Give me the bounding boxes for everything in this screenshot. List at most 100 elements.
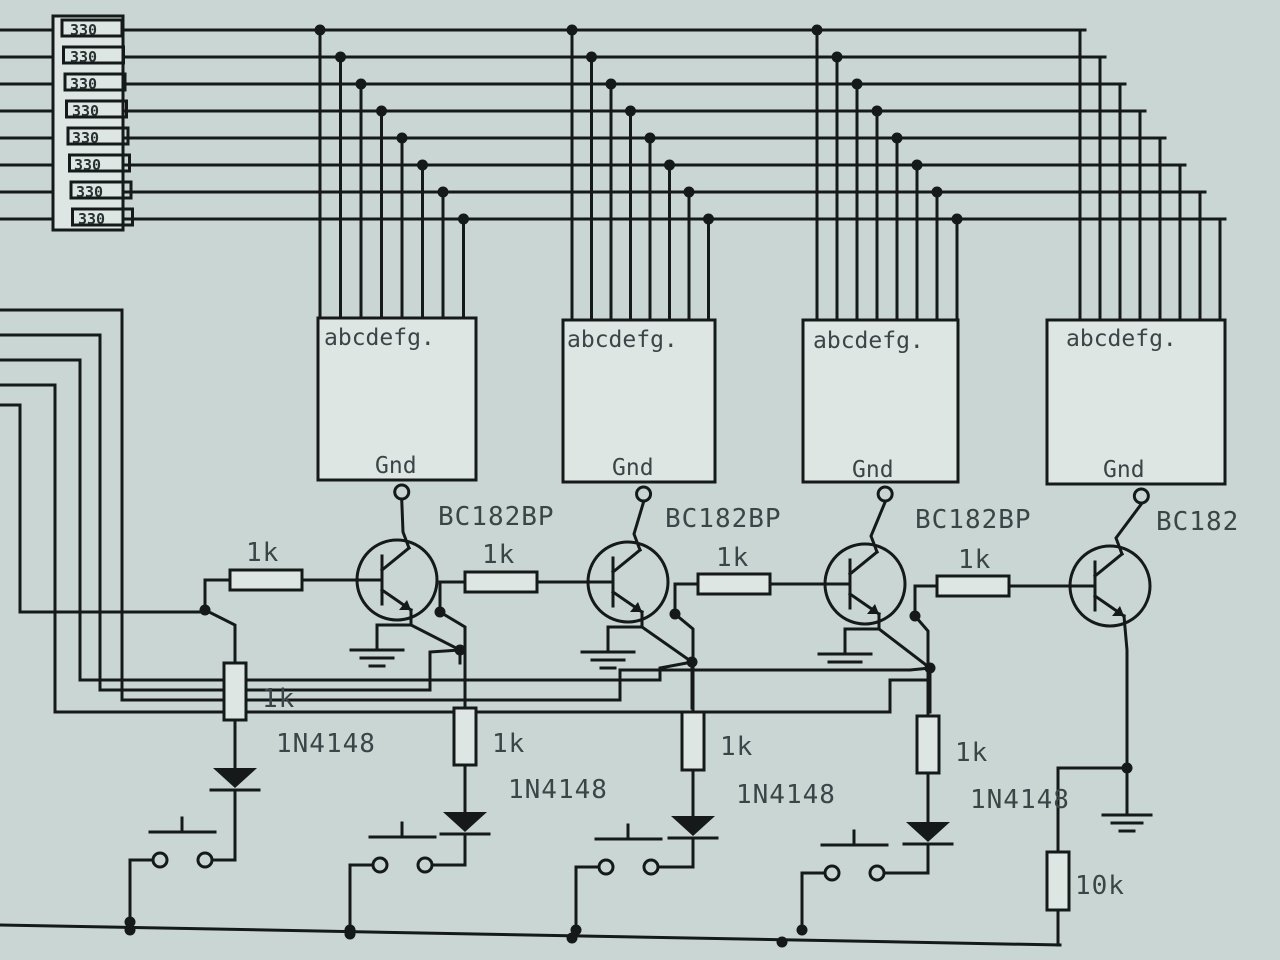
diode-2 bbox=[443, 812, 487, 832]
diode-1 bbox=[213, 768, 257, 788]
npn-transistor-3 bbox=[823, 542, 907, 626]
emitter-wire bbox=[1122, 614, 1129, 770]
pull-resistor-4-label: 1k bbox=[955, 738, 988, 768]
switch-to-diode-wire bbox=[882, 842, 930, 875]
junction-dot bbox=[437, 186, 449, 198]
transistor-1-label: BC182BP bbox=[438, 502, 555, 532]
junction-dot bbox=[664, 159, 675, 171]
base-node-wire bbox=[203, 578, 232, 612]
label-layer: 330 330 330 330 330 330 330 330 abcdefg.… bbox=[70, 21, 1239, 901]
gnd-pin-2 bbox=[635, 485, 653, 503]
base-node-wire bbox=[438, 580, 467, 614]
junction-dot bbox=[851, 78, 863, 90]
junction-dot bbox=[911, 159, 923, 171]
pulldown-resistor bbox=[1045, 850, 1071, 912]
junction-dot bbox=[811, 24, 823, 36]
resistor-array-label-6: 330 bbox=[74, 156, 101, 174]
junction-dot bbox=[703, 213, 714, 225]
switch-contact-right-3 bbox=[642, 858, 660, 876]
base-node-wire bbox=[673, 582, 700, 616]
pull-top-wire bbox=[202, 607, 237, 665]
component-layer bbox=[51, 14, 1227, 912]
display-1-gnd-label: Gnd bbox=[375, 453, 417, 479]
resistor-array-label-5: 330 bbox=[72, 129, 99, 147]
seven-segment-display-1 bbox=[316, 316, 478, 482]
junction-dot bbox=[566, 932, 578, 944]
pull-resistor-3 bbox=[680, 710, 706, 772]
transistor-3-label: BC182BP bbox=[915, 505, 1032, 535]
switch-to-ground-rail bbox=[348, 863, 375, 932]
junction-dot bbox=[871, 105, 883, 117]
control-line-wire bbox=[0, 308, 932, 702]
switch-to-diode-wire bbox=[210, 788, 237, 862]
switch-contact-left-1 bbox=[151, 851, 169, 869]
base-resistor-2 bbox=[463, 570, 539, 594]
wire-layer bbox=[0, 24, 1227, 948]
emitter-arrow bbox=[399, 600, 411, 610]
resistor-array-label-7: 330 bbox=[76, 183, 103, 201]
pull-resistor-2 bbox=[452, 706, 478, 767]
pull-resistor-2-label: 1k bbox=[492, 729, 525, 759]
junction-dot bbox=[831, 51, 843, 63]
junction-dot bbox=[931, 186, 943, 198]
diode-4 bbox=[906, 822, 950, 842]
gnd-pin-1 bbox=[393, 483, 411, 501]
junction-dot bbox=[566, 24, 578, 36]
switch-to-ground-rail bbox=[800, 871, 827, 932]
pull-top-wire bbox=[672, 611, 695, 714]
resistor-array-element bbox=[66, 126, 130, 146]
junction-dot bbox=[644, 132, 656, 144]
resistor-array-label-4: 330 bbox=[72, 102, 99, 120]
junction-dot bbox=[796, 924, 808, 936]
pull-resistor-3-label: 1k bbox=[720, 732, 753, 762]
diode-3 bbox=[671, 816, 715, 836]
display-4-segments-label: abcdefg. bbox=[1066, 326, 1177, 352]
resistor-array-label-8: 330 bbox=[78, 210, 105, 228]
control-line-wire bbox=[0, 333, 462, 692]
pull-top-wire bbox=[912, 613, 930, 718]
base-resistor-4 bbox=[935, 574, 1011, 598]
junction-dot bbox=[344, 928, 356, 940]
resistor-array-label-2: 330 bbox=[70, 48, 97, 66]
junction-dot bbox=[625, 105, 636, 117]
switch-contact-right-1 bbox=[196, 851, 214, 869]
emitter-arrow bbox=[630, 602, 642, 612]
diode-3-label: 1N4148 bbox=[736, 780, 836, 810]
switch-to-ground-rail bbox=[574, 865, 601, 932]
junction-dot bbox=[605, 78, 617, 90]
display-1-segments-label: abcdefg. bbox=[324, 325, 435, 351]
base-resistor-1 bbox=[228, 568, 304, 592]
junction-dot bbox=[891, 132, 903, 144]
junction-dot bbox=[355, 78, 367, 90]
pull-resistor-1-label: 1k bbox=[262, 684, 295, 714]
stage-link-wire bbox=[408, 622, 462, 665]
base-resistor-3-label: 1k bbox=[716, 543, 749, 573]
transistor-collector bbox=[610, 547, 643, 575]
base-resistor-2-label: 1k bbox=[482, 540, 515, 570]
seven-segment-display-2 bbox=[561, 318, 717, 484]
transistor-4-label: BC182 bbox=[1156, 507, 1239, 537]
emitter-arrow bbox=[1112, 606, 1124, 616]
pulldown-resistor-label: 10k bbox=[1075, 871, 1125, 901]
base-resistor-3 bbox=[696, 572, 772, 596]
resistor-array-element bbox=[65, 99, 128, 119]
resistor-array-element bbox=[60, 18, 124, 38]
transistor-collector bbox=[1092, 551, 1125, 579]
gnd-pin-3 bbox=[876, 485, 894, 503]
pull-resistor-1 bbox=[222, 661, 248, 722]
ground-rail bbox=[0, 923, 1062, 947]
switch-to-diode-wire bbox=[430, 832, 467, 867]
resistor-array-label-1: 330 bbox=[70, 21, 97, 39]
npn-transistor-2 bbox=[586, 540, 670, 624]
switch-contact-right-4 bbox=[868, 864, 886, 882]
switch-contact-right-2 bbox=[416, 856, 434, 874]
junction-dot bbox=[458, 213, 469, 225]
transistor-collector bbox=[379, 545, 412, 573]
switch-contact-left-4 bbox=[823, 864, 841, 882]
npn-transistor-4 bbox=[1068, 544, 1152, 628]
junction-dot bbox=[314, 24, 326, 36]
junction-dot bbox=[417, 159, 428, 171]
resistor-array-label-3: 330 bbox=[70, 75, 97, 93]
